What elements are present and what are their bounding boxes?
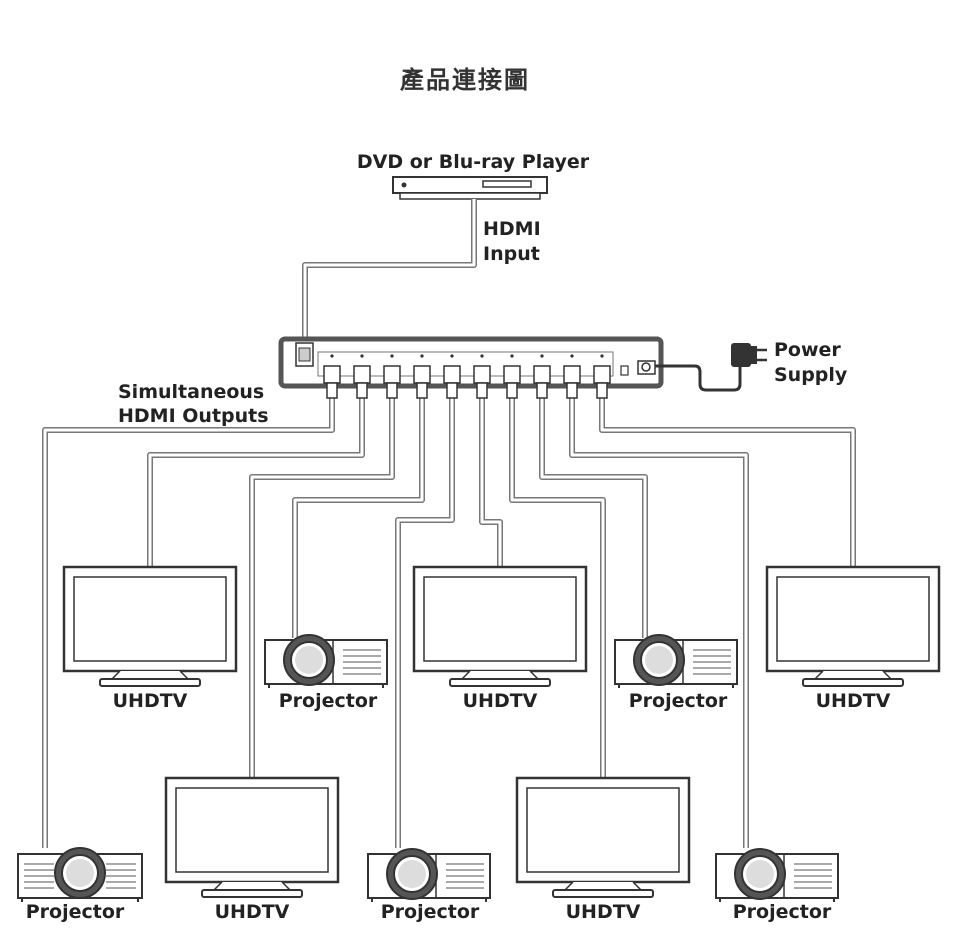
power-port-icon <box>620 360 656 376</box>
uhdtv-icon <box>765 565 941 687</box>
uhdtv-icon <box>412 565 588 687</box>
power-label-line2: Supply <box>774 364 848 386</box>
outputs-label-line2: HDMI Outputs <box>118 405 269 427</box>
diagram-title: 產品連接圖 <box>400 66 530 94</box>
device-label: Projector <box>26 901 125 923</box>
hdmi-output-cables <box>42 398 856 848</box>
device-label: Projector <box>733 901 832 923</box>
device-label: UHDTV <box>113 690 188 712</box>
dvd-player-icon <box>392 176 548 200</box>
device-label: Projector <box>629 690 728 712</box>
device-label: UHDTV <box>816 690 891 712</box>
hdmi-input-cable <box>302 199 477 343</box>
outputs-label-line1: Simultaneous <box>118 381 264 403</box>
hdmi-input-label-line1: HDMI <box>483 218 541 240</box>
uhdtv-icon <box>515 776 691 898</box>
hdmi-output-ports <box>323 354 611 399</box>
hdmi-input-port <box>295 342 314 367</box>
power-label-line1: Power <box>774 339 841 361</box>
projector-icon <box>264 634 388 688</box>
projector-icon <box>715 848 839 902</box>
power-adapter-icon <box>731 343 767 367</box>
projector-icon <box>614 634 738 688</box>
output-devices: Projector UHDTV UHDTV <box>17 565 941 923</box>
source-label: DVD or Blu-ray Player <box>357 151 590 173</box>
device-label: Projector <box>381 901 480 923</box>
hdmi-input-label-line2: Input <box>483 243 540 265</box>
uhdtv-icon <box>164 776 340 898</box>
device-label: UHDTV <box>215 901 290 923</box>
device-label: Projector <box>279 690 378 712</box>
projector-icon <box>17 847 143 902</box>
device-label: UHDTV <box>463 690 538 712</box>
power-cable <box>655 364 742 392</box>
device-label: UHDTV <box>566 901 641 923</box>
projector-icon <box>367 848 491 902</box>
uhdtv-icon <box>62 565 238 687</box>
